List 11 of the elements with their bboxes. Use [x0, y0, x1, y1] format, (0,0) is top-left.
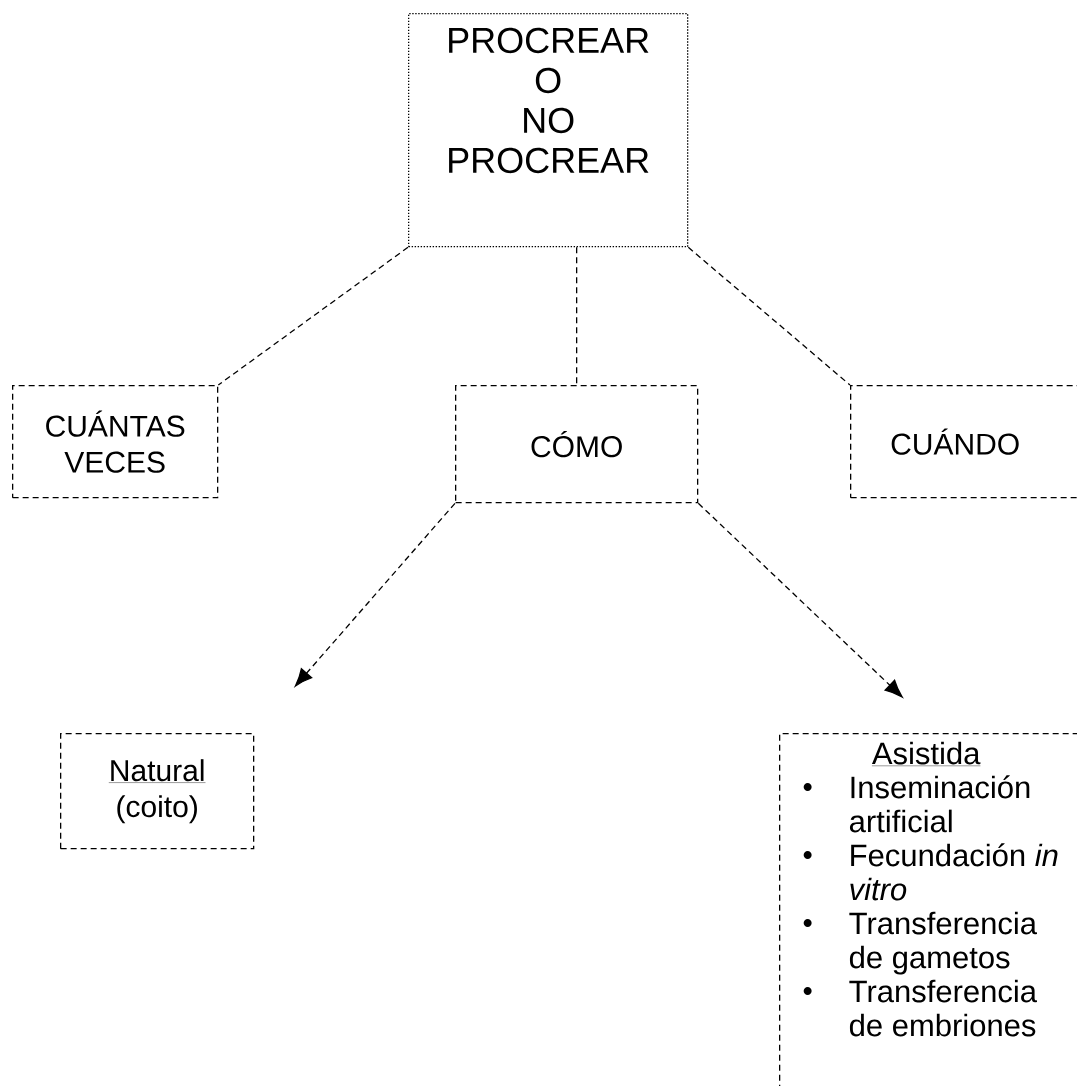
connector-line	[687, 246, 851, 386]
arrow	[697, 502, 903, 698]
process-box: CÓMO	[455, 385, 699, 504]
process-box: PROCREAR O NO PROCREAR	[408, 13, 689, 248]
connector-line	[576, 246, 578, 386]
process-box: CUÁNTAS VECES	[12, 385, 219, 499]
process-box: CUÁNDO	[850, 385, 1077, 499]
process-box: Asistida Inseminación artificial Fecundación in vitro Transferencia de gametos Transferencia de embriones	[779, 733, 1077, 1086]
connector-line	[217, 246, 409, 386]
arrow	[294, 502, 456, 687]
process-box: Natural (coito)	[60, 733, 255, 850]
